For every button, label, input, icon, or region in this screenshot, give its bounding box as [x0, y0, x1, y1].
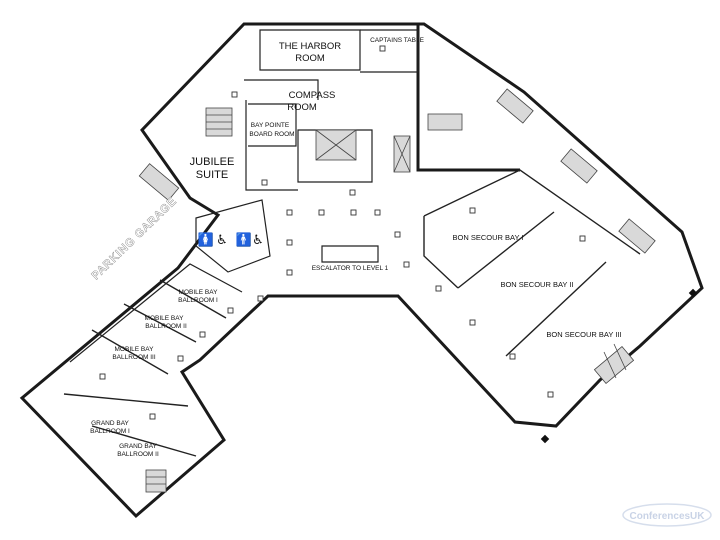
mobile-bay-ballroom-3-label: MOBILE BAY: [115, 346, 155, 353]
stairs-garage: [138, 163, 180, 201]
elevator-bank: [427, 113, 463, 131]
escalator-box: [321, 245, 379, 263]
exterior-marker: [540, 434, 550, 444]
mobile-bay-divider-2: [123, 303, 197, 343]
stairs-northeast-2: [560, 148, 598, 184]
stairs-southeast: [593, 343, 635, 385]
bon-secour-inner-wall: [423, 169, 641, 289]
compass-room-label: ROOM: [287, 102, 317, 113]
ballroom-wing-inner-wall: [69, 263, 243, 363]
stairs-northeast-1: [496, 88, 534, 124]
mobile-bay-ballroom-1-label: MOBILE BAY: [179, 289, 219, 296]
building-outline: [19, 22, 704, 519]
mobile-bay-ballroom-3-label: BALLROOM III: [112, 354, 156, 361]
mobile-bay-divider-3: [91, 329, 169, 375]
mobile-bay-ballroom-2-label: MOBILE BAY: [145, 315, 185, 322]
escalator-label: ESCALATOR TO LEVEL 1: [312, 265, 389, 272]
stairs-southwest: [145, 469, 167, 493]
bay-pointe-walls: [248, 103, 297, 147]
grand-bay-ballroom-2-label: GRAND BAY: [119, 443, 157, 450]
captains-table-walls: [360, 29, 419, 73]
compass-room-label: COMPASS: [289, 90, 336, 101]
bay-pointe-label: BOARD ROOM: [249, 131, 294, 138]
mens-restroom-icon: 🚹: [236, 232, 252, 248]
bon-secour-bay-2-label: BON SECOUR BAY II: [500, 280, 573, 289]
restroom-walls: [195, 199, 271, 273]
stairs-center: [315, 129, 357, 161]
bay-pointe-label: BAY POINTE: [251, 122, 290, 129]
grand-bay-ballroom-2-label: BALLROOM II: [117, 451, 159, 458]
jubilee-suite-label: SUITE: [196, 169, 228, 181]
pillars: [99, 45, 586, 420]
mobile-bay-ballroom-1-label: BALLROOM I: [178, 297, 218, 304]
bon-secour-bay-3-label: BON SECOUR BAY III: [546, 330, 621, 339]
stairs-northwest: [205, 107, 233, 137]
bon-secour-divider-2: [505, 261, 607, 357]
stairs-northeast-3: [618, 218, 656, 254]
harbor-room-label: THE HARBOR: [279, 41, 341, 52]
grand-bay-divider-1: [63, 393, 189, 407]
jubilee-suite-label: JUBILEE: [190, 156, 235, 168]
mobile-bay-divider-1: [159, 279, 227, 319]
harbor-room-label: ROOM: [295, 53, 325, 64]
stairs-east: [393, 135, 411, 173]
grand-bay-ballroom-1-label: BALLROOM I: [90, 428, 130, 435]
conferences-uk-logo: ConferencesUK: [622, 503, 712, 527]
bon-secour-bay-1-label: BON SECOUR BAY I: [453, 233, 524, 242]
womens-restroom-icon: 🚺: [198, 232, 214, 248]
east-wing-wall: [416, 24, 520, 172]
parking-garage-label: PARKING GARAGE: [90, 195, 179, 282]
exterior-marker: [688, 288, 698, 298]
wheelchair-icon: ♿: [252, 233, 264, 248]
bon-secour-divider-1: [457, 211, 555, 289]
grand-bay-divider-2: [91, 425, 197, 457]
harbor-room-walls: [259, 29, 361, 71]
wheelchair-icon: ♿: [216, 233, 228, 248]
captains-table-label: CAPTAINS TABLE: [370, 37, 424, 44]
grand-bay-ballroom-1-label: GRAND BAY: [91, 420, 129, 427]
watermark-text: ConferencesUK: [629, 511, 705, 522]
mobile-bay-ballroom-2-label: BALLROOM II: [145, 323, 187, 330]
